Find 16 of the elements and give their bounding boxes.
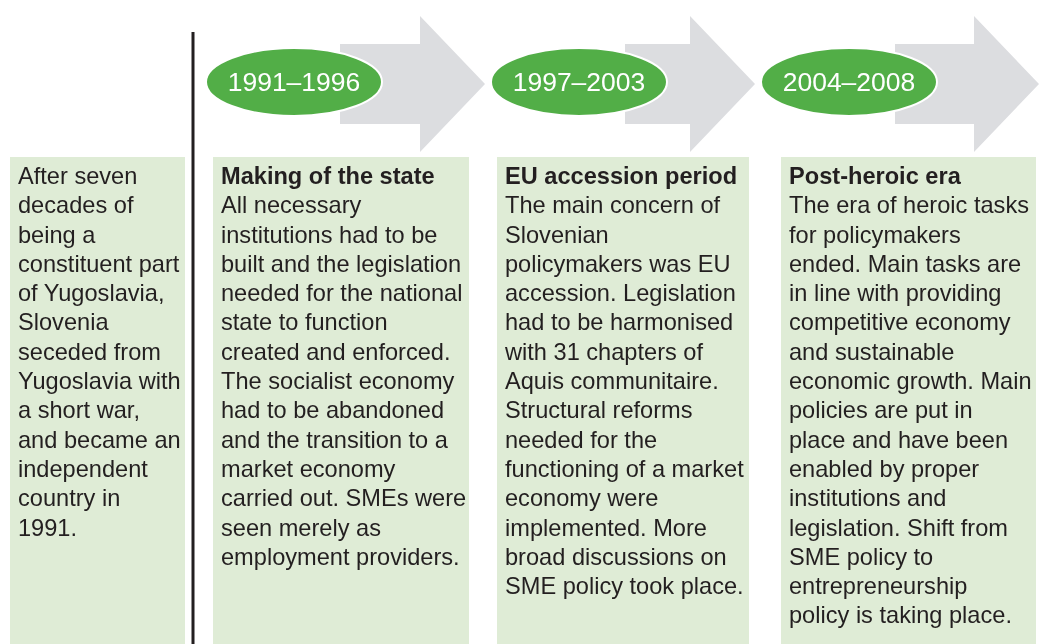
card-text: After seven decades of being a constituent part of Yugoslavia, Slovenia seceded from Yugoslavia with a short war, and became an independent country in 1991. bbox=[18, 162, 182, 543]
card-heading: Making of the state bbox=[221, 162, 436, 191]
text-card bbox=[497, 157, 749, 644]
card-text: All necessary institutions had to be built and the legislation needed for the national state to function created and enforced. The socialist economy had to be abandoned and the transition to a market economy carried out. SMEs were seen merely as employment providers. bbox=[221, 191, 467, 572]
period-ellipse bbox=[205, 47, 383, 117]
period-ellipse bbox=[760, 47, 938, 117]
card-text: The era of heroic tasks for policymakers ended. Main tasks are in line with providing competitive economy and sustainable economic growth. Main policies are put in place and have been enabled by proper institutions and legislation. Shift from SME policy to entrepreneurship policy is taking place. bbox=[789, 191, 1033, 631]
period-label: 1997–2003 bbox=[512, 66, 646, 98]
card-heading: EU accession period bbox=[505, 162, 739, 191]
period-ellipse bbox=[490, 47, 668, 117]
text-card bbox=[10, 157, 185, 644]
period-label: 1991–1996 bbox=[227, 66, 361, 98]
period-label: 2004–2008 bbox=[782, 66, 916, 98]
card-heading: Post-heroic era bbox=[789, 162, 962, 191]
card-text: The main concern of Slovenian policymakers was EU accession. Legislation had to be harmonised with 31 chapters of Aquis communitaire. Structural reforms needed for the functioning of a market economy were implemented. More broad discussions on SME policy took place. bbox=[505, 191, 745, 602]
text-card bbox=[213, 157, 469, 644]
